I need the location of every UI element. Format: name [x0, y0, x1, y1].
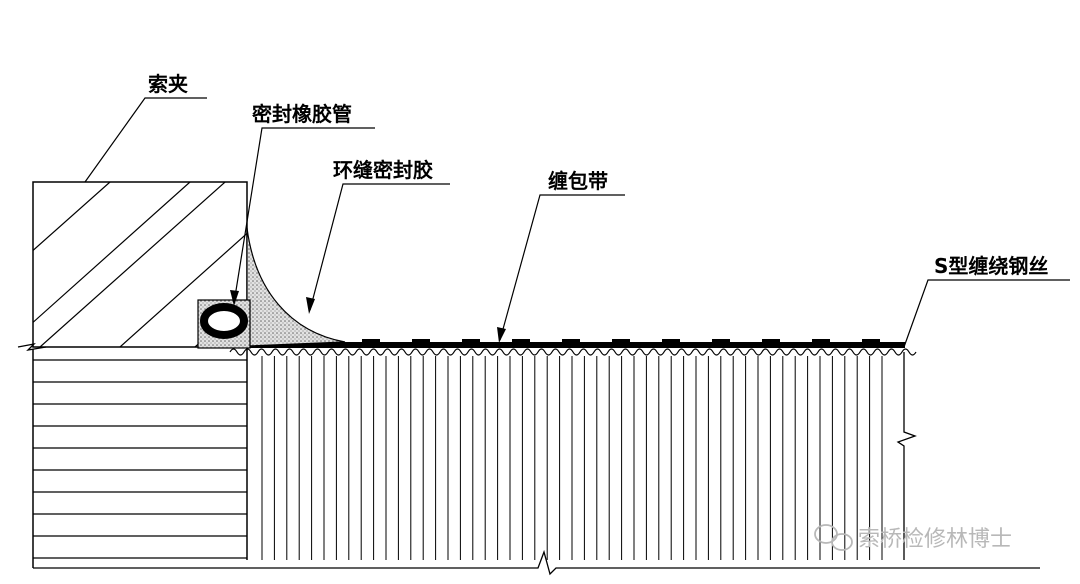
tape-overlap	[512, 339, 530, 343]
cable-wires-hatch	[261, 356, 883, 560]
label-cable-clamp: 索夹	[148, 72, 188, 96]
cable-clamp-block	[32, 181, 248, 348]
label-sealing-rubber-tube: 密封橡胶管	[252, 102, 352, 126]
tape-overlap	[662, 339, 680, 343]
watermark-text: 索桥检修林博士	[858, 527, 1012, 552]
leader-arrowheads	[230, 290, 506, 343]
bottom-break-line	[33, 549, 1040, 576]
tape-overlap	[362, 339, 380, 343]
tape-overlap	[412, 339, 430, 343]
leader-lines	[84, 97, 1070, 348]
ring-seam-sealant	[246, 227, 346, 347]
s-wire-wrap	[229, 348, 917, 356]
left-break-mark	[17, 342, 47, 351]
label-ring-seam-sealant: 环缝密封胶	[333, 158, 433, 182]
label-s-wire: S型缠绕钢丝	[934, 254, 1048, 278]
tape-overlap	[812, 339, 830, 343]
tape-overlap	[462, 339, 480, 343]
tape-overlap	[612, 339, 630, 343]
tape-overlap	[762, 339, 780, 343]
sealing-rubber-tube	[200, 303, 248, 339]
watermark: 索桥检修林博士	[814, 524, 1012, 552]
tape-overlap	[562, 339, 580, 343]
cable-end-section-hatch	[33, 359, 247, 559]
tape-overlap	[712, 339, 730, 343]
right-break-line	[896, 352, 917, 560]
label-wrap-tape: 缠包带	[548, 169, 608, 193]
wechat-icon	[814, 524, 853, 551]
tape-overlap	[862, 339, 880, 343]
